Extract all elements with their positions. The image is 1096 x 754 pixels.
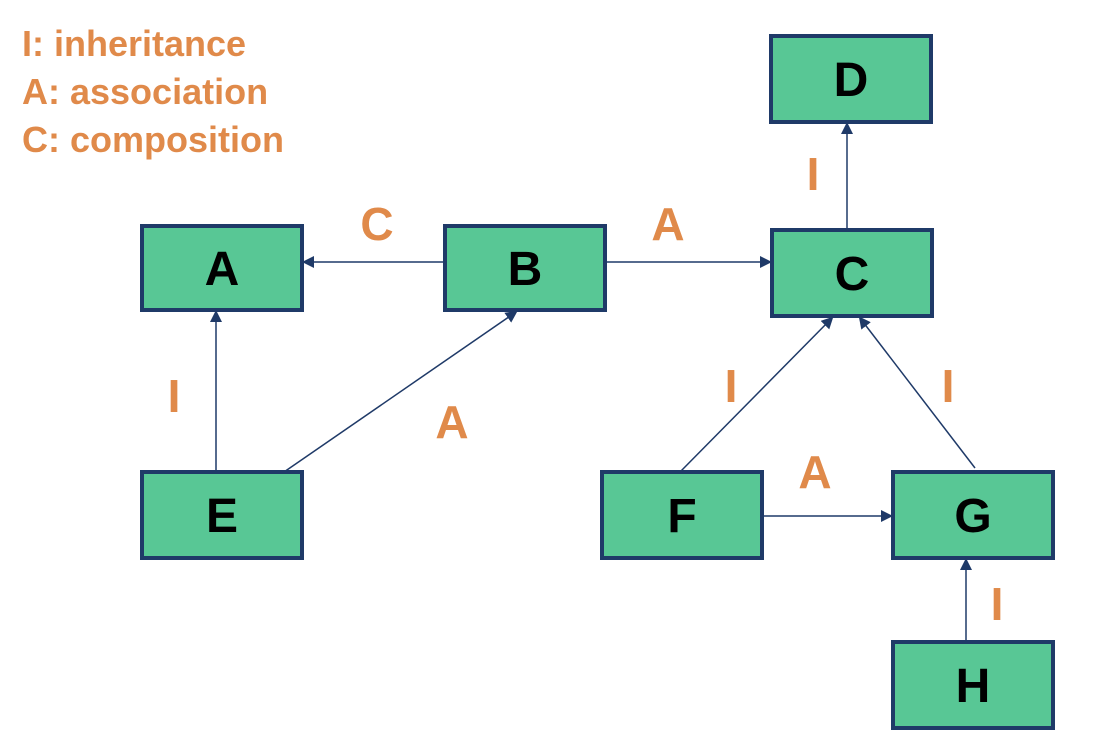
edge-label-c-d: I bbox=[807, 148, 820, 200]
class-name-f: F bbox=[667, 490, 696, 543]
class-node-a: A bbox=[140, 224, 304, 312]
class-box-b bbox=[443, 224, 607, 312]
class-node-d: D bbox=[769, 34, 933, 124]
class-box-a bbox=[140, 224, 304, 312]
class-node-g: G bbox=[891, 470, 1055, 560]
edge-e-to-b bbox=[283, 310, 518, 473]
edge-label-b-c: A bbox=[651, 198, 684, 250]
class-name-d: D bbox=[834, 54, 869, 107]
class-name-e: E bbox=[206, 490, 238, 543]
edge-label-e-a: I bbox=[168, 370, 181, 422]
class-node-f: F bbox=[600, 470, 764, 560]
class-node-b: B bbox=[443, 224, 607, 312]
legend-item-composition: C: composition bbox=[22, 119, 284, 160]
class-box-c bbox=[770, 228, 934, 318]
edge-label-b-a: C bbox=[360, 198, 393, 250]
edge-label-e-b: A bbox=[435, 396, 468, 448]
edge-g-to-c bbox=[858, 316, 976, 469]
legend-item-inheritance: I: inheritance bbox=[22, 23, 247, 64]
class-name-a: A bbox=[205, 243, 240, 296]
legend: I: inheritance A: association C: composi… bbox=[22, 20, 284, 164]
class-box-d bbox=[769, 34, 933, 124]
edge-label-g-c: I bbox=[942, 360, 955, 412]
legend-item-association: A: association bbox=[22, 71, 269, 112]
class-box-f bbox=[600, 470, 764, 560]
edge-label-f-g: A bbox=[798, 446, 831, 498]
edge-f-to-c bbox=[679, 316, 834, 473]
class-name-c: C bbox=[835, 248, 870, 301]
class-name-g: G bbox=[954, 490, 991, 543]
class-node-h: H bbox=[891, 640, 1055, 730]
edge-label-f-c: I bbox=[725, 360, 738, 412]
class-box-g bbox=[891, 470, 1055, 560]
class-box-e bbox=[140, 470, 304, 560]
class-name-b: B bbox=[508, 243, 543, 296]
edge-label-h-g: I bbox=[991, 578, 1004, 630]
class-box-h bbox=[891, 640, 1055, 730]
class-node-e: E bbox=[140, 470, 304, 560]
class-name-h: H bbox=[956, 660, 991, 713]
class-node-c: C bbox=[770, 228, 934, 318]
